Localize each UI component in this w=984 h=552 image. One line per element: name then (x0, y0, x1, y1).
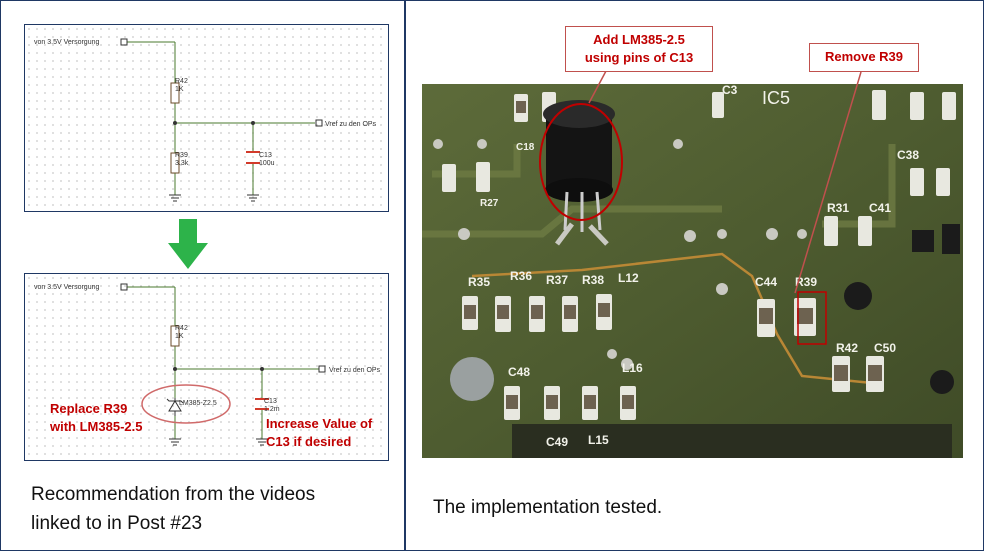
r42-value: 1K (175, 333, 184, 340)
ground-symbols (169, 438, 268, 446)
label-c41: C41 (869, 201, 891, 215)
r42-value: 1K (175, 86, 184, 93)
replace-note: Replace R39 with LM385-2.5 (50, 400, 142, 436)
replace-note-line1: Replace R39 (50, 401, 128, 416)
label-r27: R27 (480, 198, 499, 209)
diode-label: LM385-Z2.5 (179, 400, 217, 407)
left-caption-line2: linked to in Post #23 (31, 513, 203, 534)
label-l15: L15 (588, 433, 609, 447)
zener-diode-symbol (166, 398, 184, 416)
callout-add-line1: Add LM385-2.5 (593, 32, 685, 47)
increase-note-line2: C13 if desired (266, 434, 352, 449)
increase-note: Increase Value of C13 if desired (266, 415, 372, 451)
original-schematic: von 3.5V Versorgung R42 1K R39 3.3k C13 … (24, 24, 389, 212)
label-r38: R38 (582, 273, 604, 287)
label-l12: L12 (618, 271, 639, 285)
c13-symbol (255, 398, 269, 410)
vref-label: Vref zu den OPs (325, 121, 377, 128)
c13-value: 1.2m (264, 406, 280, 413)
label-r36: R36 (510, 269, 532, 283)
c13-name: C13 (259, 152, 272, 159)
left-caption-line1: Recommendation from the videos (31, 484, 316, 505)
pcb-photo: IC5 C3 C38 R31 C41 R35 R36 R37 R38 L12 C… (422, 84, 963, 458)
ground-symbols (169, 194, 259, 202)
label-r39: R39 (795, 275, 817, 289)
label-c48: C48 (508, 365, 530, 379)
label-c3: C3 (722, 84, 738, 97)
r39-value: 3.3k (175, 160, 189, 167)
label-l16: L16 (622, 361, 643, 375)
callout-remove-r39: Remove R39 (809, 43, 919, 72)
left-panel: von 3.5V Versorgung R42 1K R39 3.3k C13 … (0, 0, 405, 551)
r42-symbol (170, 82, 180, 104)
label-c49: C49 (546, 435, 568, 449)
right-caption: The implementation tested. (433, 497, 663, 518)
c13-value: 100u (259, 160, 275, 167)
label-r31: R31 (827, 201, 849, 215)
r42-name: R42 (175, 325, 188, 332)
down-arrow-icon (168, 219, 208, 269)
label-c38: C38 (897, 148, 919, 162)
vref-label: Vref zu den OPs (329, 367, 381, 374)
r39-name: R39 (175, 152, 188, 159)
lm385-highlight (539, 103, 623, 221)
label-c44: C44 (755, 275, 777, 289)
r39-symbol (170, 152, 180, 174)
highlight-ellipse (141, 384, 231, 424)
right-panel: IC5 C3 C38 R31 C41 R35 R36 R37 R38 L12 C… (405, 0, 984, 551)
original-schematic-drawing: von 3.5V Versorgung R42 1K R39 3.3k C13 … (34, 38, 377, 202)
supply-label: von 3.5V Versorgung (34, 284, 99, 291)
left-caption: Recommendation from the videos linked to… (31, 480, 315, 538)
supply-label: von 3.5V Versorgung (34, 39, 99, 46)
label-r35: R35 (468, 275, 490, 289)
modified-schematic: von 3.5V Versorgung R42 1K LM385-Z2.5 C1… (24, 273, 389, 461)
callout-add-lm385: Add LM385-2.5 using pins of C13 (565, 26, 713, 72)
modified-schematic-drawing: von 3.5V Versorgung R42 1K LM385-Z2.5 C1… (34, 283, 381, 446)
replace-note-line2: with LM385-2.5 (50, 419, 143, 434)
increase-note-line1: Increase Value of (266, 416, 373, 431)
label-ic5: IC5 (762, 88, 790, 108)
c13-symbol (246, 151, 260, 164)
callout-add-line2: using pins of C13 (584, 50, 694, 65)
label-r37: R37 (546, 273, 568, 287)
lm385-part (543, 100, 615, 246)
label-r42: R42 (836, 341, 858, 355)
r42-name: R42 (175, 78, 188, 85)
c13-name: C13 (264, 398, 277, 405)
callout-remove-text: Remove R39 (824, 49, 904, 64)
label-c50: C50 (874, 341, 896, 355)
label-c18: C18 (516, 142, 535, 153)
r42-symbol (170, 325, 180, 347)
